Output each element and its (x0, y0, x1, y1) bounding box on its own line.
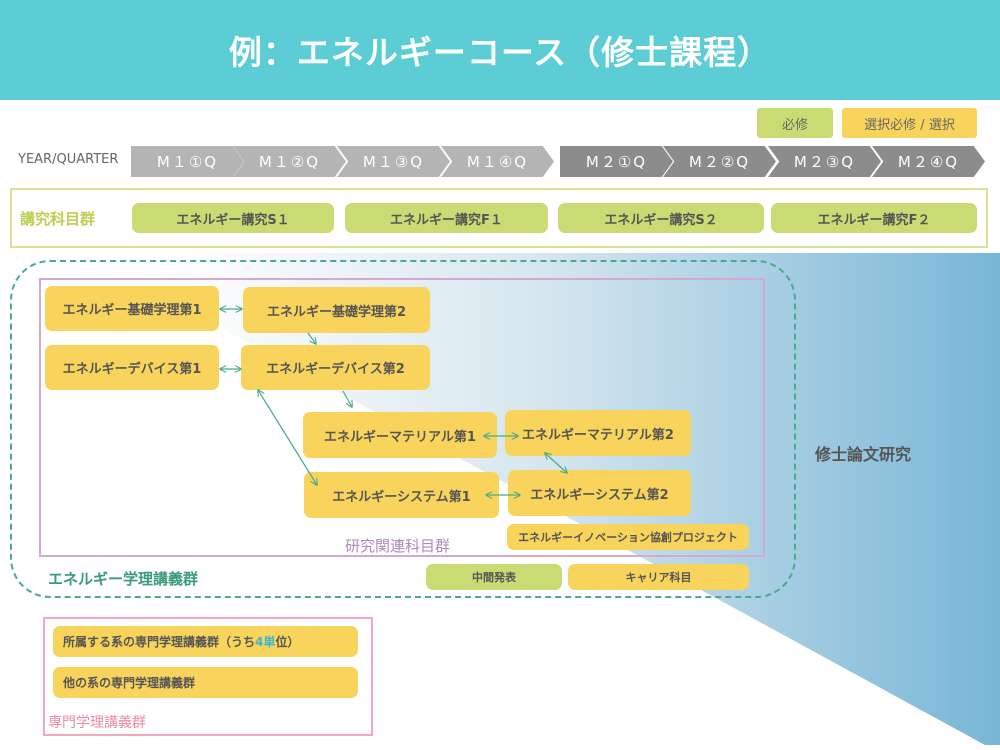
research-group-frame (39, 278, 765, 557)
quarter-m2-2: M２②Q (663, 146, 776, 177)
course-basics-1: エネルギー基礎学理第1 (45, 286, 219, 331)
specialty-group-label: 専門学理講義群 (48, 715, 146, 731)
course-innovation-project: エネルギーイノベーション協創プロジェクト (507, 524, 749, 550)
career-course: キャリア科目 (568, 564, 749, 590)
quarter-m1-4: M１④Q (441, 146, 554, 177)
specialty-own-text: 所属する系の専門学理講義群（うち (63, 635, 256, 649)
header: 例：エネルギーコース（修士課程） (0, 0, 1000, 100)
quarter-m2-1: M２①Q (560, 146, 673, 177)
specialty-group-frame (43, 617, 373, 736)
quarter-m1-3: M１③Q (337, 146, 450, 177)
seminar-s2: エネルギー講究S２ (558, 203, 764, 233)
quarter-m1-1: M１①Q (131, 146, 244, 177)
arrow-b2-d1 (258, 390, 317, 485)
lecture-group-label: エネルギー学理講義群 (48, 570, 199, 588)
specialty-own-text-end: 位） (275, 635, 300, 649)
midterm-presentation: 中間発表 (426, 564, 562, 590)
course-system-2: エネルギーシステム第2 (508, 470, 691, 516)
seminar-group-label: 講究科目群 (20, 210, 96, 228)
course-basics-2: エネルギー基礎学理第2 (243, 287, 430, 333)
year-quarter-label: YEAR/QUARTER (18, 152, 119, 167)
legend-required: 必修 (757, 108, 833, 138)
quarter-m2-3: M２③Q (768, 146, 881, 177)
research-group-label: 研究関連科目群 (345, 537, 451, 555)
legend-elective: 選択必修 / 選択 (842, 108, 977, 138)
specialty-other-dept: 他の系の専門学理講義群 (53, 667, 358, 698)
specialty-credit-count: 4単 (255, 635, 276, 649)
page-title: 例：エネルギーコース（修士課程） (228, 33, 772, 72)
seminar-s1: エネルギー講究S１ (132, 203, 334, 233)
lecture-group-frame (10, 260, 796, 598)
course-device-2: エネルギーデバイス第2 (241, 345, 430, 390)
course-device-1: エネルギーデバイス第1 (45, 345, 219, 390)
quarter-m2-4: M２④Q (872, 146, 985, 177)
arrow-a2-b2 (307, 332, 316, 344)
course-system-1: エネルギーシステム第1 (304, 472, 499, 518)
quarter-m1-2: M１②Q (233, 146, 346, 177)
thesis-research-label: 修士論文研究 (815, 445, 912, 464)
arrow-b2-c1 (342, 390, 352, 407)
course-material-1: エネルギーマテリアル第1 (303, 412, 497, 458)
arrow-c2-d2 (545, 453, 567, 473)
seminar-f1: エネルギー講究F１ (345, 203, 548, 233)
course-material-2: エネルギーマテリアル第2 (505, 410, 691, 456)
seminar-f2: エネルギー講究F２ (771, 203, 977, 233)
